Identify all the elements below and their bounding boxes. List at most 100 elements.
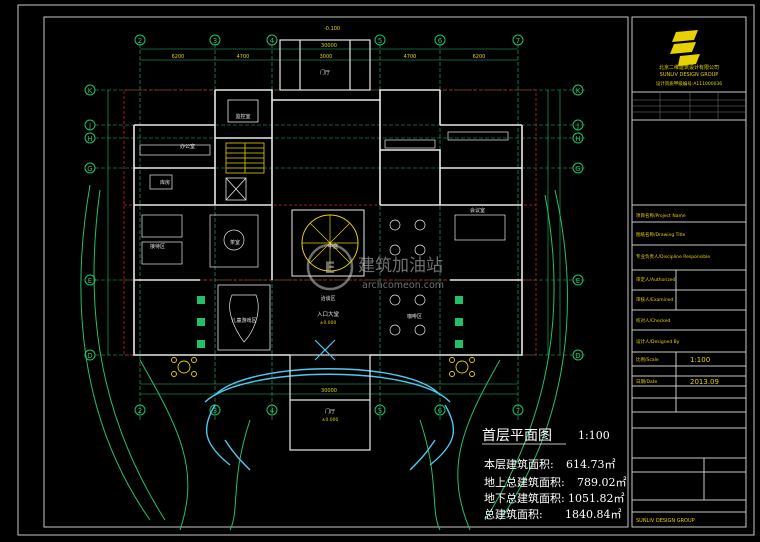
axis-bubble-4: 4 xyxy=(266,34,278,46)
room-foyer-north: 门厅 xyxy=(320,69,330,76)
axis-bubble-J: J xyxy=(84,119,96,131)
axis-bubble-5-bottom: 5 xyxy=(374,404,386,416)
dim-2: 4700 xyxy=(237,54,250,60)
planters xyxy=(197,296,463,348)
elev-top: -0.100 xyxy=(324,26,340,32)
tb-date-label: 日期/Date xyxy=(636,379,658,385)
room-lobby: 入口大堂 xyxy=(317,310,340,318)
dim-1: 6200 xyxy=(172,54,185,60)
cert-no: 设计资质甲级编号:A111000036 xyxy=(656,80,722,87)
area-value-3: 1051.82㎡ xyxy=(568,492,625,505)
axis-bubble-G: G xyxy=(84,162,96,174)
axis-bubble-2: 2 xyxy=(134,34,146,46)
svg-text:D: D xyxy=(87,352,92,360)
elevator xyxy=(225,177,247,201)
svg-text:3: 3 xyxy=(213,407,217,415)
company-logo xyxy=(670,30,700,66)
axis-bubble-E: E xyxy=(84,274,96,286)
plan-summary: 首层平面图 1:100 本层建筑面积: 614.73㎡ 地上总建筑面积: 789… xyxy=(482,428,627,521)
svg-text:H: H xyxy=(575,135,580,143)
svg-text:K: K xyxy=(576,87,581,95)
tb-scale-label: 比例/Scale xyxy=(636,356,659,363)
dim-total-bottom: 30000 xyxy=(321,388,337,394)
room-foyer-south: 门厅 xyxy=(325,408,335,415)
room-storage: 库房 xyxy=(160,179,170,186)
room-atrium: 中庭 xyxy=(328,243,338,250)
axis-bubbles-side: K J H G E D K J H G E D xyxy=(84,84,584,361)
room-tea: 茶室 xyxy=(230,239,240,246)
axis-bubble-2-bottom: 2 xyxy=(134,404,146,416)
room-cafe: 咖啡区 xyxy=(407,313,422,320)
north-vestibule xyxy=(279,39,371,91)
area-value-1: 614.73㎡ xyxy=(566,458,616,471)
svg-text:J: J xyxy=(576,122,579,130)
company-en: SUNLIV DESIGN GROUP xyxy=(660,72,719,78)
axis-bubble-D-right: D xyxy=(572,349,584,361)
svg-text:6: 6 xyxy=(438,407,443,415)
room-control: 监控室 xyxy=(235,113,250,120)
tb-scale-value: 1:100 xyxy=(690,356,710,364)
svg-text:4: 4 xyxy=(270,407,275,415)
svg-text:6: 6 xyxy=(438,37,443,45)
svg-text:3: 3 xyxy=(213,37,217,45)
area-value-4: 1840.84㎡ xyxy=(565,508,622,521)
watermark-logo: E xyxy=(325,258,336,277)
tb-date-value: 2013.09 xyxy=(690,378,719,386)
axis-bubble-E-right: E xyxy=(572,274,584,286)
svg-text:H: H xyxy=(87,135,92,143)
outdoor-tables xyxy=(171,357,475,377)
axis-bubble-6: 6 xyxy=(434,34,446,46)
dim-5: 6200 xyxy=(473,54,486,60)
elev-lobby: ±0.000 xyxy=(320,320,337,326)
tb-row-examined: 审核人/Examined xyxy=(636,296,674,303)
room-kids: 儿童游戏区 xyxy=(231,317,256,324)
tb-footer: SUNLIV DESIGN GROUP xyxy=(636,518,695,524)
atrium: 中庭 xyxy=(291,209,365,277)
axis-bubbles-top: 2 3 4 5 6 7 xyxy=(134,34,524,46)
svg-text:D: D xyxy=(575,352,580,360)
elev-south: ±0.000 xyxy=(322,417,339,423)
area-value-2: 789.02㎡ xyxy=(577,476,627,489)
axis-bubble-4-bottom: 4 xyxy=(266,404,278,416)
watermark: E 建筑加油站 archcomeon.com xyxy=(306,243,444,291)
tb-row-project: 项目名称/Project Name xyxy=(636,212,686,219)
watermark-url: archcomeon.com xyxy=(362,280,444,291)
svg-text:G: G xyxy=(87,165,92,173)
control-room: 监控室 xyxy=(227,99,259,123)
drawing-frame xyxy=(43,16,629,528)
axis-bubble-J-right: J xyxy=(572,119,584,131)
area-label-4: 总建筑面积: xyxy=(484,507,543,521)
dim-3: 3000 xyxy=(320,54,333,60)
svg-text:G: G xyxy=(575,165,580,173)
axis-bubble-G-right: G xyxy=(572,162,584,174)
svg-text:5: 5 xyxy=(378,37,382,45)
axis-bubble-5: 5 xyxy=(374,34,386,46)
svg-text:E: E xyxy=(576,277,580,285)
room-lounge: 洽谈区 xyxy=(320,295,335,302)
axis-bubbles-bottom: 2 3 4 5 6 7 xyxy=(134,404,524,416)
svg-text:K: K xyxy=(88,87,93,95)
tb-row-checked: 校对人/Checked xyxy=(636,317,670,324)
svg-text:J: J xyxy=(88,122,91,130)
tb-row-discipline: 专业负责人/Discipline Responsible xyxy=(636,253,710,260)
outer-frame xyxy=(17,4,755,536)
svg-text:2: 2 xyxy=(138,407,142,415)
axis-bubble-7-bottom: 7 xyxy=(512,404,524,416)
axis-bubble-6-bottom: 6 xyxy=(434,404,446,416)
plan-title: 首层平面图 xyxy=(482,428,552,444)
cafe-furniture xyxy=(384,131,509,336)
axis-bubble-H: H xyxy=(84,132,96,144)
staircase xyxy=(225,142,265,174)
room-office: 办公室 xyxy=(180,143,195,150)
tb-row-designed: 设计人/Designed By xyxy=(636,338,680,345)
dimension-texts: 6200 4700 3000 4700 6200 30000 30000 xyxy=(172,43,486,394)
area-label-2: 地上总建筑面积: xyxy=(484,475,565,489)
room-meeting: 会议室 xyxy=(470,207,485,214)
walls xyxy=(133,89,523,356)
svg-text:2: 2 xyxy=(138,37,142,45)
axis-bubble-H-right: H xyxy=(572,132,584,144)
kids-area: 儿童游戏区 xyxy=(217,284,271,351)
plan-scale: 1:100 xyxy=(578,429,610,442)
area-label-3: 地下总建筑面积: xyxy=(484,491,565,505)
